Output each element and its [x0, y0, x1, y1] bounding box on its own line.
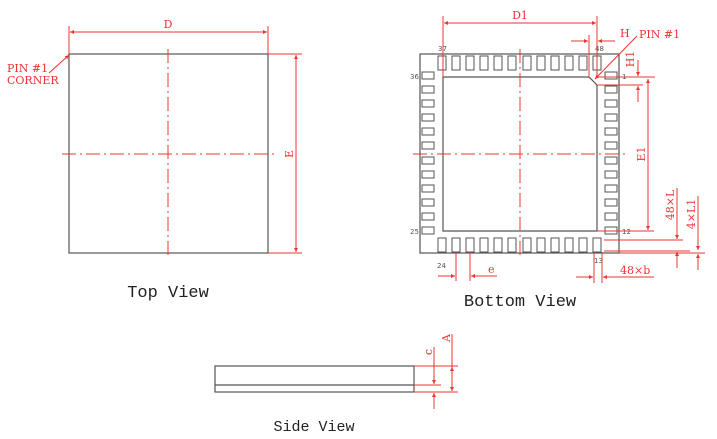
pad	[437, 55, 447, 71]
dim-lead-width-label: 48×b	[620, 264, 650, 277]
pad	[465, 237, 475, 253]
pad-row-bottom	[437, 237, 602, 253]
bottom-view-title: Bottom View	[464, 293, 577, 312]
pin-label-37: 37	[438, 45, 447, 53]
pad	[507, 237, 517, 253]
pad	[604, 141, 618, 150]
pad	[604, 71, 618, 80]
pad	[451, 55, 461, 71]
pad	[604, 198, 618, 207]
pad	[421, 127, 435, 136]
pad	[604, 113, 618, 122]
pin1-label: PIN #1	[639, 28, 680, 41]
top-view-title: Top View	[127, 284, 209, 303]
pad	[493, 55, 503, 71]
pad	[578, 55, 588, 71]
pad	[421, 212, 435, 221]
pin-label-36: 36	[410, 73, 419, 81]
pad	[550, 237, 560, 253]
pad	[421, 99, 435, 108]
dim-pitch-label: e	[488, 263, 495, 276]
pad	[604, 85, 618, 94]
pad	[604, 170, 618, 179]
pad	[604, 127, 618, 136]
pad	[421, 156, 435, 165]
pad-column-left	[421, 71, 435, 235]
pin-label-25: 25	[410, 228, 419, 236]
pad	[421, 141, 435, 150]
pad	[604, 156, 618, 165]
pad	[522, 55, 532, 71]
dim-d1-label: D1	[512, 9, 528, 22]
pad	[536, 237, 546, 253]
top-view: D E PIN #1 CORNER Top View	[7, 18, 302, 303]
pad	[421, 113, 435, 122]
pad	[604, 212, 618, 221]
pad	[604, 99, 618, 108]
pad	[592, 237, 602, 253]
pin-label-12: 12	[622, 228, 631, 236]
dim-corner-length-label: 4×L1	[685, 199, 698, 230]
dim-lead-length-label: 48×L	[664, 189, 677, 220]
side-view: A c Side View	[214, 333, 458, 436]
pin-label-24: 24	[437, 262, 446, 270]
pad	[421, 184, 435, 193]
pad	[437, 237, 447, 253]
pin-label-13: 13	[594, 257, 603, 265]
dim-c-label: c	[422, 349, 435, 355]
side-view-title: Side View	[273, 419, 354, 436]
pin-label-48: 48	[595, 45, 604, 53]
dim-h-label: H	[620, 27, 630, 40]
pin1-corner-label-line2: CORNER	[7, 74, 59, 87]
pad	[550, 55, 560, 71]
dim-h1-label: H1	[624, 51, 637, 68]
pad	[451, 237, 461, 253]
pad-column-right	[604, 71, 618, 235]
pad	[536, 55, 546, 71]
pad	[604, 184, 618, 193]
pad	[479, 237, 489, 253]
pad	[522, 237, 532, 253]
pad	[421, 85, 435, 94]
bottom-view: 37 48 36 25 1 12 24 13 D1 H PIN #1 H1 E1	[410, 9, 705, 312]
pad	[493, 237, 503, 253]
pin1-corner-label-line1: PIN #1	[7, 62, 48, 75]
side-view-body-outline	[214, 365, 415, 393]
pad	[421, 170, 435, 179]
pad	[507, 55, 517, 71]
pad	[564, 55, 574, 71]
dim-e-label: E	[283, 150, 296, 158]
pad	[465, 55, 475, 71]
pin1-corner-leader	[48, 54, 70, 74]
dim-d-label: D	[164, 18, 173, 31]
pad	[578, 237, 588, 253]
pad	[564, 237, 574, 253]
pad	[479, 55, 489, 71]
pad	[421, 198, 435, 207]
pad	[421, 71, 435, 80]
pad	[421, 226, 435, 235]
dim-e1-label: E1	[635, 146, 648, 161]
dim-a-label: A	[440, 333, 453, 343]
exposed-thermal-pad	[442, 76, 598, 232]
pin1-leader	[594, 35, 638, 80]
